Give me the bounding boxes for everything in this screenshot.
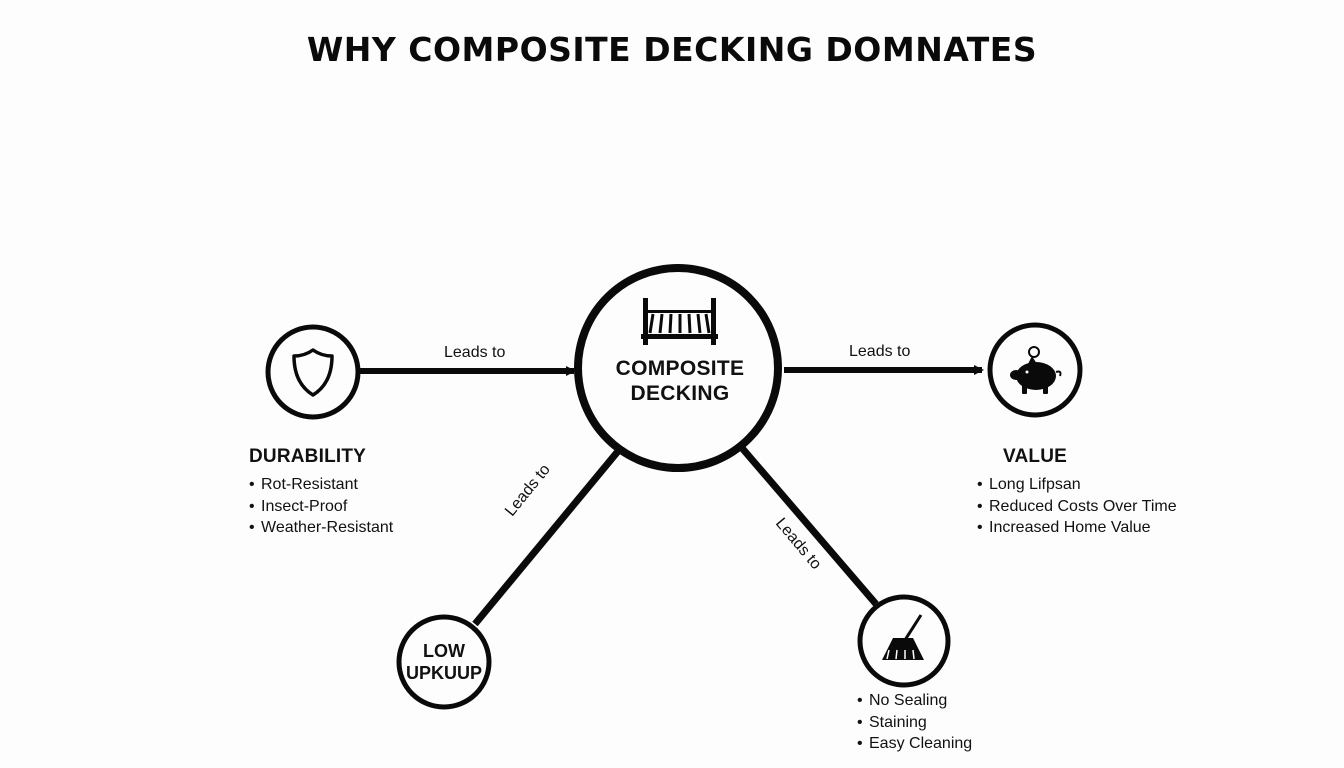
center-label-line1: COMPOSITE [615,357,745,380]
center-node[interactable] [574,264,782,472]
list-item: Increased Home Value [977,517,1177,539]
edge-center-to-low-upkeep [472,447,622,627]
center-node-label: COMPOSITE DECKING [575,356,785,406]
broom-icon [882,614,924,660]
cleaning-bullets: No Sealing Staining Easy Cleaning [857,690,972,755]
low-upkeep-label-line1: LOW [423,641,465,661]
page-title: WHY COMPOSITE DECKING DOMNATES [306,30,1038,69]
piggy-bank-icon [1010,346,1062,394]
durability-bullets: Rot-Resistant Insect-Proof Weather-Resis… [249,474,393,539]
edge-label-value: Leads to [849,343,911,360]
list-item: Staining [857,712,972,734]
list-item: Weather-Resistant [249,517,393,539]
center-label-line2: DECKING [630,382,730,405]
durability-title: DURABILITY [249,446,367,467]
list-item: No Sealing [857,690,972,712]
low-upkeep-node[interactable] [396,614,492,710]
list-item: Reduced Costs Over Time [977,496,1177,518]
low-upkeep-label: LOW UPKUUP [394,640,494,684]
edge-label-durability: Leads to [444,344,506,361]
value-title: VALUE [1003,446,1067,467]
list-item: Easy Cleaning [857,733,972,755]
value-bullets: Long Lifpsan Reduced Costs Over Time Inc… [977,474,1177,539]
list-item: Rot-Resistant [249,474,393,496]
list-item: Long Lifpsan [977,474,1177,496]
shield-icon [292,348,334,397]
edge-center-to-cleaning [739,445,879,607]
deck-icon [641,298,718,345]
low-upkeep-label-line2: UPKUUP [405,663,482,683]
durability-node[interactable] [265,324,361,420]
list-item: Insect-Proof [249,496,393,518]
